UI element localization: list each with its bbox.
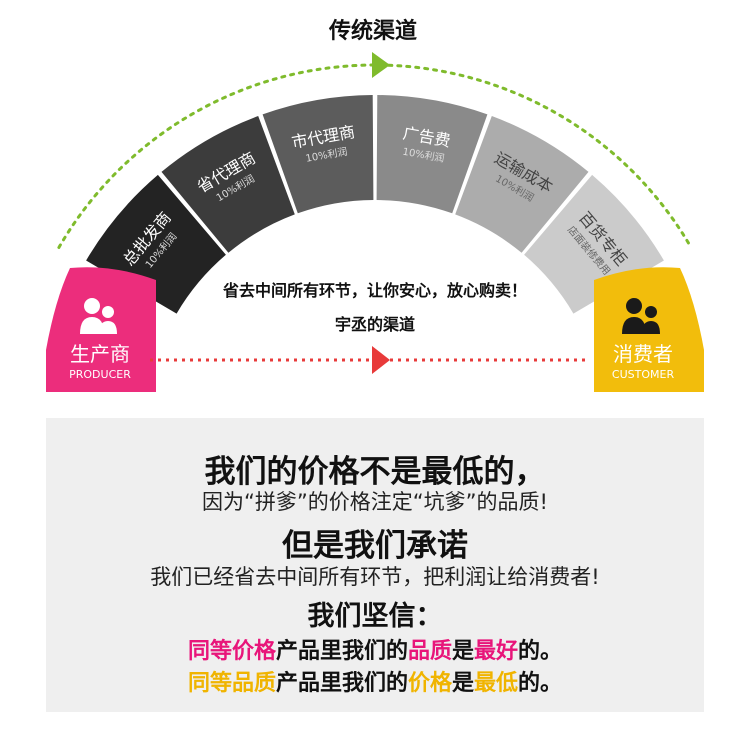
consumer-sub: CUSTOMER — [612, 368, 675, 381]
line6-best: 最好 — [474, 639, 519, 664]
panel-line-1: 我们的价格不是最低的， — [204, 454, 546, 490]
traditional-arrow-icon — [372, 52, 390, 78]
consumer-label: 消费者 — [613, 342, 673, 366]
line7-price: 价格 — [407, 671, 452, 696]
line6-equal-price: 同等价格 — [187, 639, 276, 664]
line7-is: 是 — [452, 671, 475, 696]
arc-segment-5 — [455, 116, 589, 253]
panel-line-6: 同等价格产品里我们的品质是最好的。 — [0, 633, 750, 665]
panel-line-4: 我们已经省去中间所有环节，把利润让给消费者! — [150, 565, 600, 589]
panel-line-5: 我们坚信： — [307, 601, 443, 632]
line7-lowest: 最低 — [474, 671, 519, 696]
line6-quality: 品质 — [407, 639, 452, 664]
producer-person-icon — [80, 298, 117, 334]
center-slogan: 省去中间所有环节，让你安心，放心购卖！ — [222, 281, 527, 300]
line6-middle: 产品里我们的 — [275, 639, 408, 664]
traditional-channel-title: 传统渠道 — [328, 18, 417, 44]
promise-panel — [46, 418, 704, 712]
line6-end: 的。 — [518, 639, 563, 664]
line7-end: 的。 — [518, 671, 563, 696]
arc-segment-2 — [161, 116, 295, 253]
our-channel-label: 宇丞的渠道 — [335, 315, 415, 334]
producer-block: 生产商 PRODUCER — [46, 267, 156, 392]
line7-equal-quality: 同等品质 — [187, 671, 276, 696]
panel-line-2: 因为“拼爹”的价格注定“坑爹”的品质! — [202, 490, 548, 514]
producer-sub: PRODUCER — [69, 368, 131, 381]
arc-segment-3 — [262, 95, 374, 214]
arc-segment-4 — [376, 95, 488, 214]
consumer-block: 消费者 CUSTOMER — [594, 267, 704, 392]
consumer-person-icon — [622, 298, 660, 334]
panel-line-7: 同等品质产品里我们的价格是最低的。 — [0, 665, 750, 697]
our-channel-arrow-icon — [372, 346, 390, 374]
line6-is: 是 — [452, 639, 475, 664]
panel-line-3: 但是我们承诺 — [282, 528, 468, 564]
channel-diagram: 传统渠道 总批发商10%利润省代理商10%利润市代理商10%利润广告费10%利润… — [46, 18, 704, 392]
producer-label: 生产商 — [70, 342, 130, 366]
line7-middle: 产品里我们的 — [275, 671, 408, 696]
